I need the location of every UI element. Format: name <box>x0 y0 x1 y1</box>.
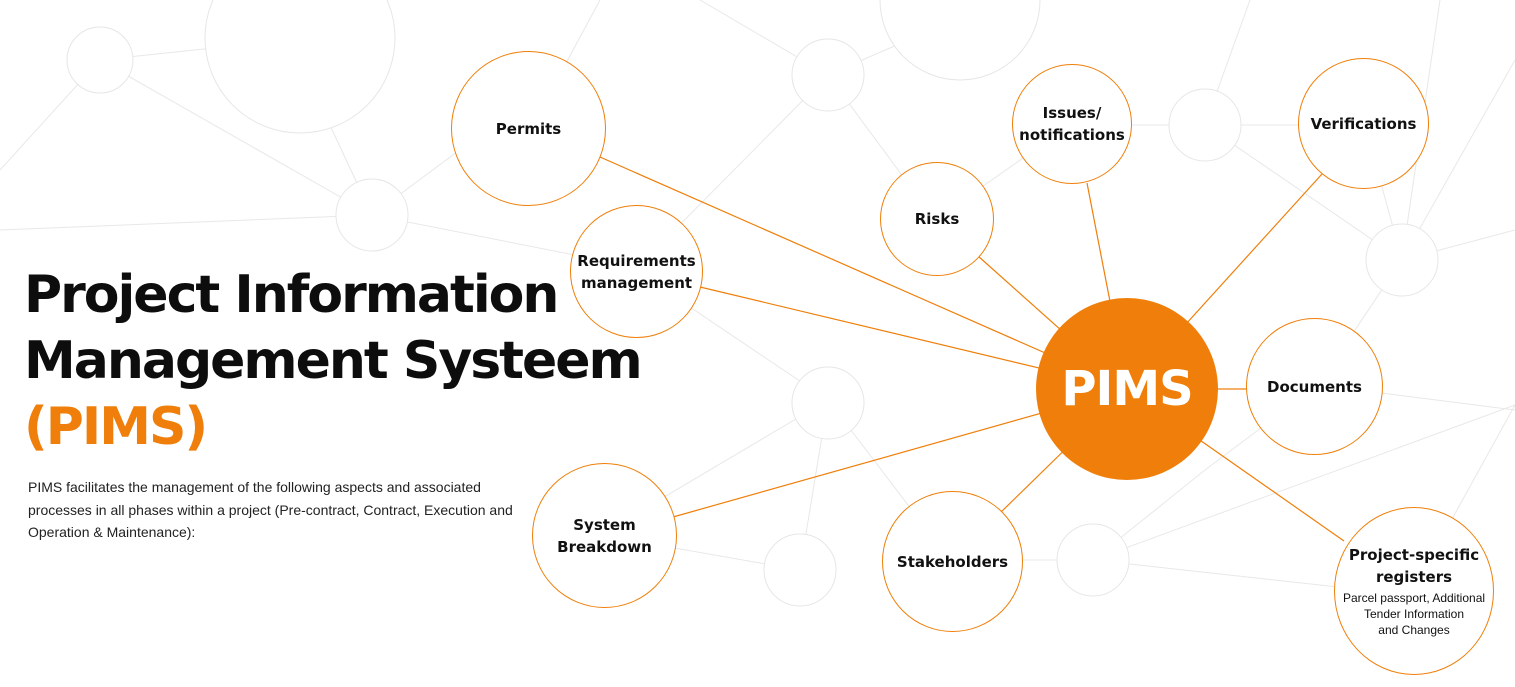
node-permits: Permits <box>451 51 606 206</box>
node-label: Risks <box>914 210 960 228</box>
node-risks: Risks <box>880 162 994 276</box>
node-label: Permits <box>495 119 562 138</box>
pims-hub: PIMS <box>1036 298 1218 480</box>
node-requirements-management: Requirements management <box>570 205 703 338</box>
node-project-specific-registers: Project-specific registers Parcel passpo… <box>1334 507 1494 675</box>
hub-label: PIMS <box>1061 361 1193 417</box>
node-sublabel: Parcel passport, Additional Tender Infor… <box>1342 591 1486 637</box>
node-label: System Breakdown <box>557 515 652 556</box>
link-permits <box>599 156 1128 390</box>
node-stakeholders: Stakeholders <box>882 491 1023 632</box>
node-label: Requirements management <box>577 251 696 292</box>
node-label: Project-specific registers <box>1348 546 1480 586</box>
node-label: Stakeholders <box>896 552 1009 571</box>
node-label: Verifications <box>1310 114 1417 133</box>
node-issues-notifications: Issues/ notifications <box>1012 64 1132 184</box>
title-line-1: Project Information <box>24 265 559 325</box>
node-system-breakdown: System Breakdown <box>532 463 677 608</box>
title-line-3: (PIMS) <box>24 397 208 457</box>
node-label: Issues/ notifications <box>1019 104 1125 144</box>
title-line-2: Management Systeem <box>24 331 643 391</box>
node-verifications: Verifications <box>1298 58 1429 189</box>
node-documents: Documents <box>1246 318 1383 455</box>
page-title: Project Information Management Systeem (… <box>24 262 664 460</box>
intro-text: PIMS facilitates the management of the f… <box>28 479 513 540</box>
node-label: Documents <box>1267 377 1362 396</box>
